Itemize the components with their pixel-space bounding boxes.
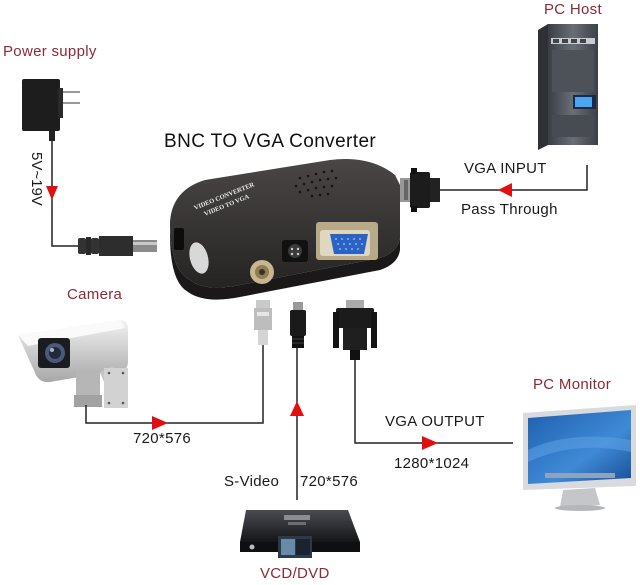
pass-through-label: Pass Through bbox=[461, 201, 558, 218]
pc-monitor-icon bbox=[523, 405, 636, 511]
vga-input-plug-icon bbox=[400, 168, 440, 212]
svideo-resolution-label: 720*576 bbox=[300, 473, 358, 490]
vga-output-label: VGA OUTPUT bbox=[385, 413, 485, 430]
device-label-vcd-dvd: VCD/DVD bbox=[260, 565, 330, 582]
vga-output-cable-line bbox=[354, 360, 513, 444]
bnc-plug-icon bbox=[254, 300, 272, 345]
vga-output-plug-icon bbox=[333, 300, 377, 360]
power-voltage-label: 5V~19V bbox=[28, 152, 45, 206]
power-cable-line bbox=[51, 141, 80, 247]
device-label-pc-monitor: PC Monitor bbox=[533, 376, 612, 393]
power-arrow-icon bbox=[46, 186, 58, 200]
svideo-plug-icon bbox=[290, 302, 306, 348]
camera-cable-line bbox=[85, 345, 264, 424]
pc-tower-icon bbox=[538, 24, 598, 150]
svideo-label: S-Video bbox=[224, 473, 280, 490]
vga-input-line bbox=[440, 165, 588, 191]
converter-box-icon bbox=[170, 159, 400, 300]
camera-arrow-icon bbox=[152, 416, 168, 430]
vga-input-label: VGA INPUT bbox=[464, 160, 547, 177]
vga-input-arrow-icon bbox=[498, 183, 512, 197]
device-label-pc-host: PC Host bbox=[544, 1, 602, 18]
vga-output-arrow-icon bbox=[422, 436, 438, 450]
power-adapter-icon bbox=[22, 79, 80, 141]
security-camera-icon bbox=[18, 320, 128, 408]
dc-plug-icon bbox=[78, 236, 157, 256]
diagram-title: BNC TO VGA Converter bbox=[164, 131, 377, 152]
dvd-player-icon bbox=[240, 510, 360, 558]
svideo-arrow-icon bbox=[290, 401, 304, 416]
vga-output-resolution-label: 1280*1024 bbox=[394, 455, 470, 472]
device-label-camera: Camera bbox=[67, 286, 123, 303]
device-label-power-supply: Power supply bbox=[3, 43, 97, 60]
camera-resolution-label: 720*576 bbox=[133, 430, 191, 447]
